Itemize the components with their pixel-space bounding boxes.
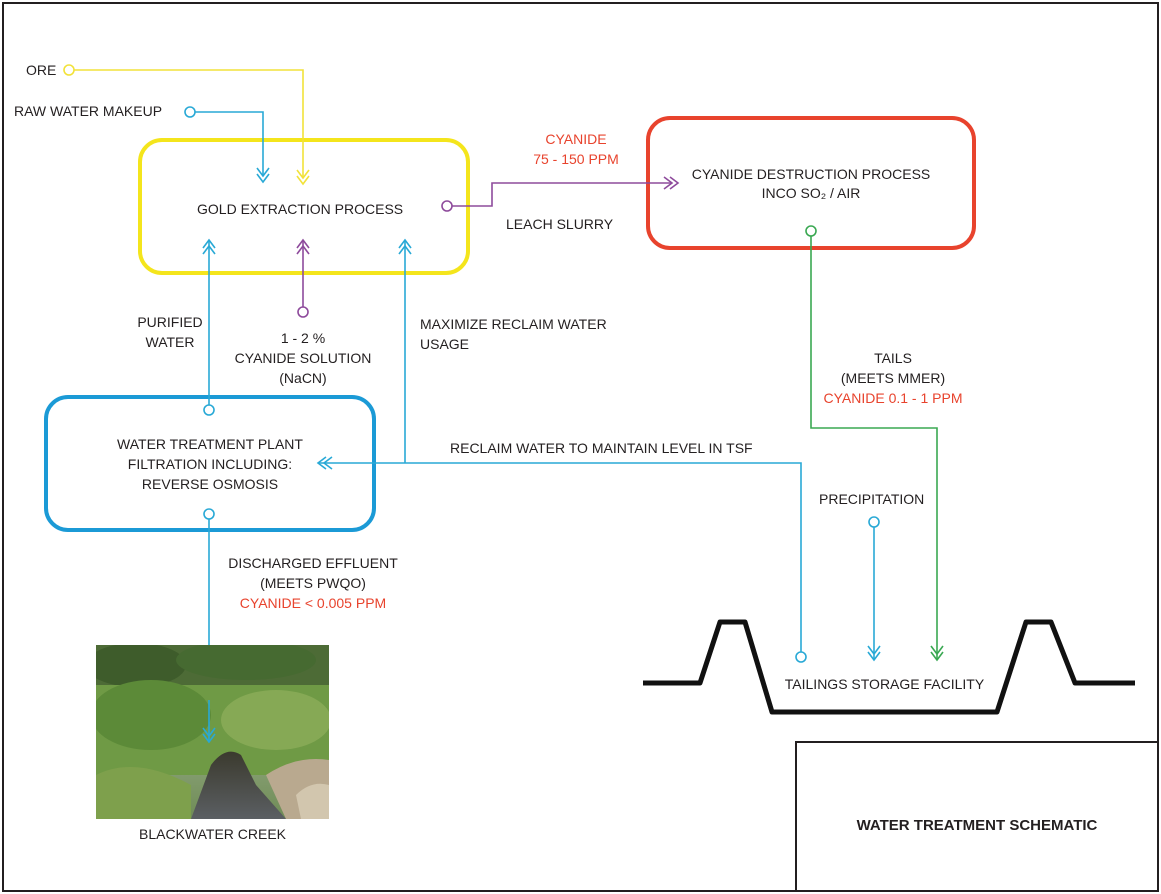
leach-ppm-label: 75 - 150 PPM bbox=[533, 151, 619, 167]
raw-water-flow bbox=[184, 106, 270, 184]
treatment-line1: WATER TREATMENT PLANT bbox=[117, 436, 303, 452]
tails-line3: CYANIDE 0.1 - 1 PPM bbox=[823, 390, 963, 406]
reclaim-water-flow bbox=[316, 238, 807, 663]
reclaim-max-line1: MAXIMIZE RECLAIM WATER bbox=[420, 316, 607, 332]
leach-cyanide-label: CYANIDE bbox=[545, 131, 607, 147]
reclaim-max-line2: USAGE bbox=[420, 336, 470, 352]
treatment-line2: FILTRATION INCLUDING: bbox=[127, 456, 293, 472]
schematic-title: WATER TREATMENT SCHEMATIC bbox=[856, 817, 1098, 834]
destruction-line2: INCO SO₂ / AIR bbox=[761, 185, 861, 201]
cyanide-solution-flow bbox=[296, 238, 310, 318]
precipitation-label: PRECIPITATION bbox=[819, 491, 925, 507]
effluent-line1: DISCHARGED EFFLUENT bbox=[228, 555, 398, 571]
effluent-line2: (MEETS PWQO) bbox=[260, 575, 366, 591]
tails-line1: TAILS bbox=[874, 350, 912, 366]
treatment-line3: REVERSE OSMOSIS bbox=[141, 476, 279, 492]
creek-label: BLACKWATER CREEK bbox=[138, 826, 287, 842]
purified-line1: PURIFIED bbox=[137, 314, 203, 330]
reclaim-level-label: RECLAIM WATER TO MAINTAIN LEVEL IN TSF bbox=[450, 440, 753, 456]
purified-water-flow bbox=[202, 238, 216, 416]
gold-extraction-label: GOLD EXTRACTION PROCESS bbox=[197, 201, 404, 217]
tails-flow bbox=[805, 225, 944, 662]
tailings-label: TAILINGS STORAGE FACILITY bbox=[784, 676, 985, 692]
destruction-line1: CYANIDE DESTRUCTION PROCESS bbox=[691, 166, 931, 182]
effluent-line3: CYANIDE < 0.005 PPM bbox=[239, 595, 387, 611]
tails-line2: (MEETS MMER) bbox=[840, 370, 946, 386]
leach-slurry-flow bbox=[441, 176, 680, 212]
title-block bbox=[795, 741, 1159, 892]
purified-line2: WATER bbox=[145, 334, 195, 350]
raw-water-label: RAW WATER MAKEUP bbox=[14, 103, 163, 119]
ore-flow bbox=[63, 64, 310, 186]
precipitation-flow bbox=[867, 516, 881, 662]
cyanide-solution-line2: CYANIDE SOLUTION bbox=[234, 350, 372, 366]
cyanide-solution-line1: 1 - 2 % bbox=[280, 330, 326, 346]
cyanide-solution-line3: (NaCN) bbox=[279, 370, 327, 386]
leach-slurry-label: LEACH SLURRY bbox=[506, 216, 614, 232]
tailings-dam-profile bbox=[643, 619, 1135, 715]
ore-label: ORE bbox=[26, 62, 57, 78]
